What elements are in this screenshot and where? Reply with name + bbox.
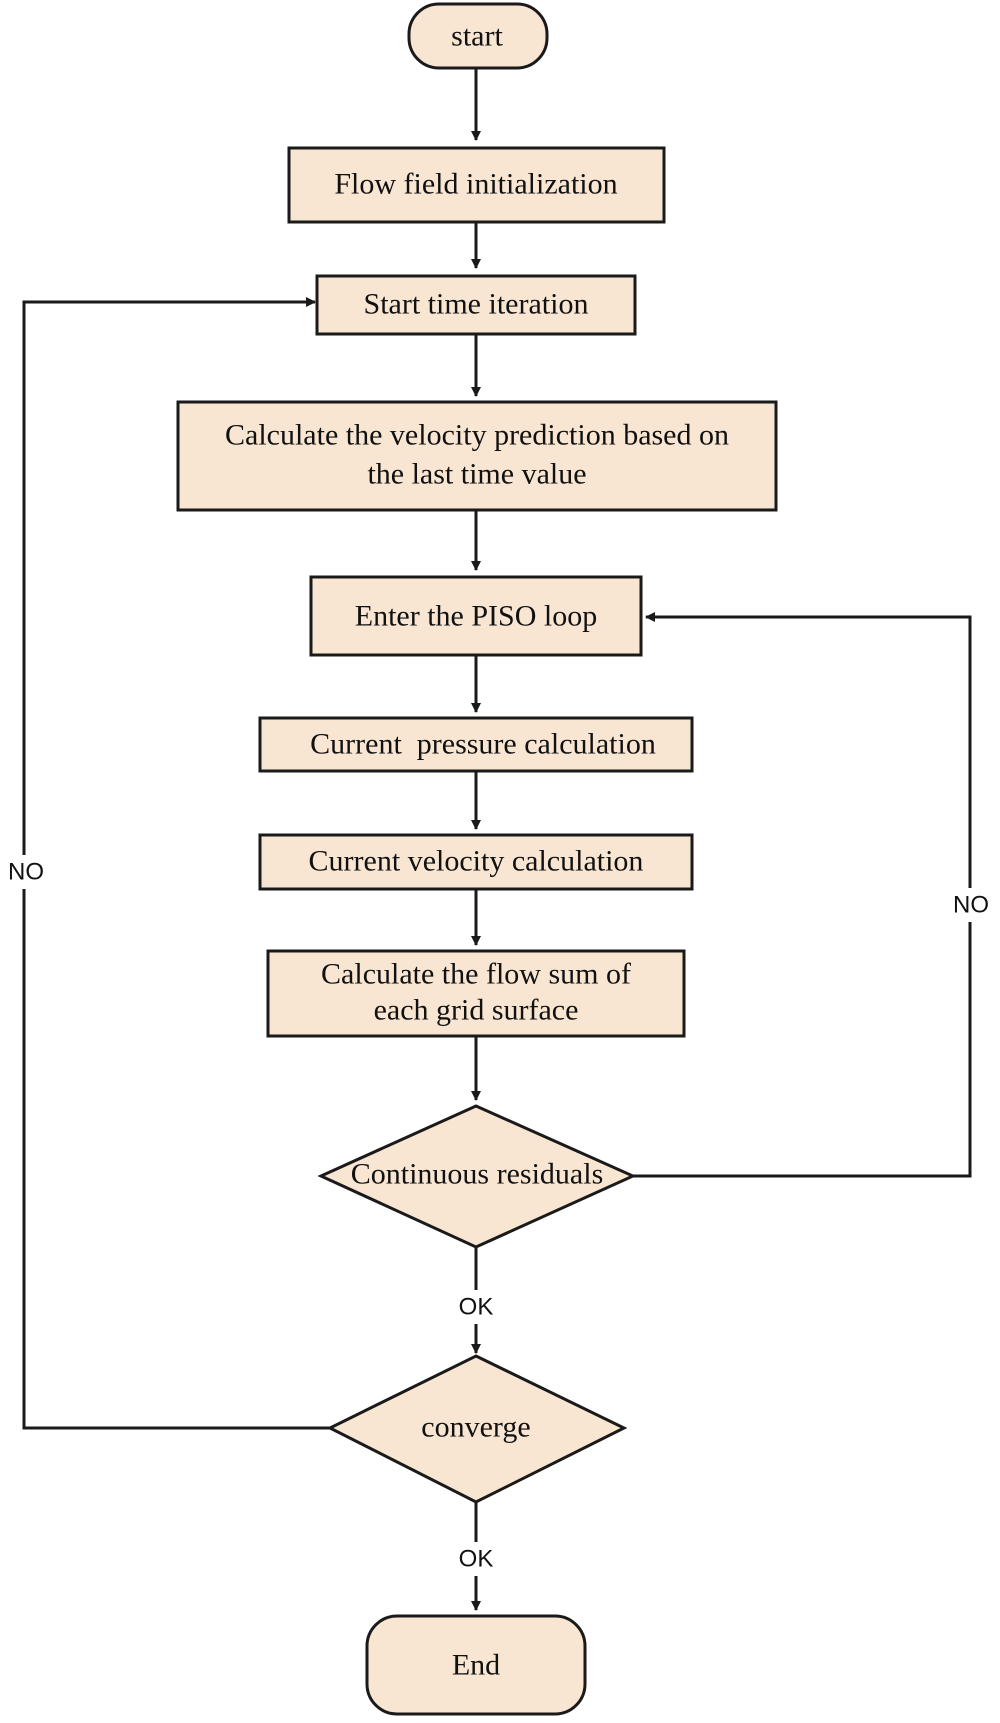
piso-box (309, 575, 643, 657)
flow-sum-label-line-2: each grid surface (374, 994, 579, 1027)
pressure-label: Current pressure calculation (310, 728, 656, 761)
end-terminal (365, 1614, 587, 1716)
ok-label-residuals: OK (459, 1294, 494, 1321)
residuals-decision (317, 1104, 637, 1249)
velocity-prediction-box (176, 400, 778, 512)
velocity-box (258, 833, 694, 891)
piso-label: Enter the PISO loop (355, 600, 597, 633)
edge-labels: NO NO OK OK (8, 859, 989, 1573)
converge-label: converge (421, 1411, 530, 1444)
loop-residuals-back-to-piso (633, 612, 972, 1178)
start-label: start (451, 20, 503, 53)
start-terminal (407, 2, 549, 70)
pressure-box (258, 716, 694, 773)
end-label: End (452, 1649, 500, 1682)
velocity-prediction-label-line-2: the last time value (367, 458, 586, 491)
time-iteration-box (315, 274, 637, 336)
no-label-piso-loop: NO (953, 892, 989, 919)
no-label-outer-loop: NO (8, 859, 44, 886)
residuals-label: Continuous residuals (351, 1158, 604, 1191)
edge-label-backgrounds (2, 855, 996, 1576)
velocity-prediction-label-line-1: Calculate the velocity prediction based … (225, 419, 729, 452)
init-box (287, 146, 666, 224)
converge-decision (326, 1354, 628, 1504)
ok-label-converge: OK (459, 1546, 494, 1573)
velocity-label: Current velocity calculation (309, 845, 644, 878)
node-labels: start Flow field initialization Start ti… (225, 20, 729, 1682)
time-iteration-label: Start time iteration (364, 288, 589, 321)
flow-sum-label-line-1: Calculate the flow sum of (321, 958, 631, 991)
flow-sum-box (266, 949, 686, 1038)
nodes (176, 2, 778, 1716)
init-label: Flow field initialization (334, 168, 617, 201)
